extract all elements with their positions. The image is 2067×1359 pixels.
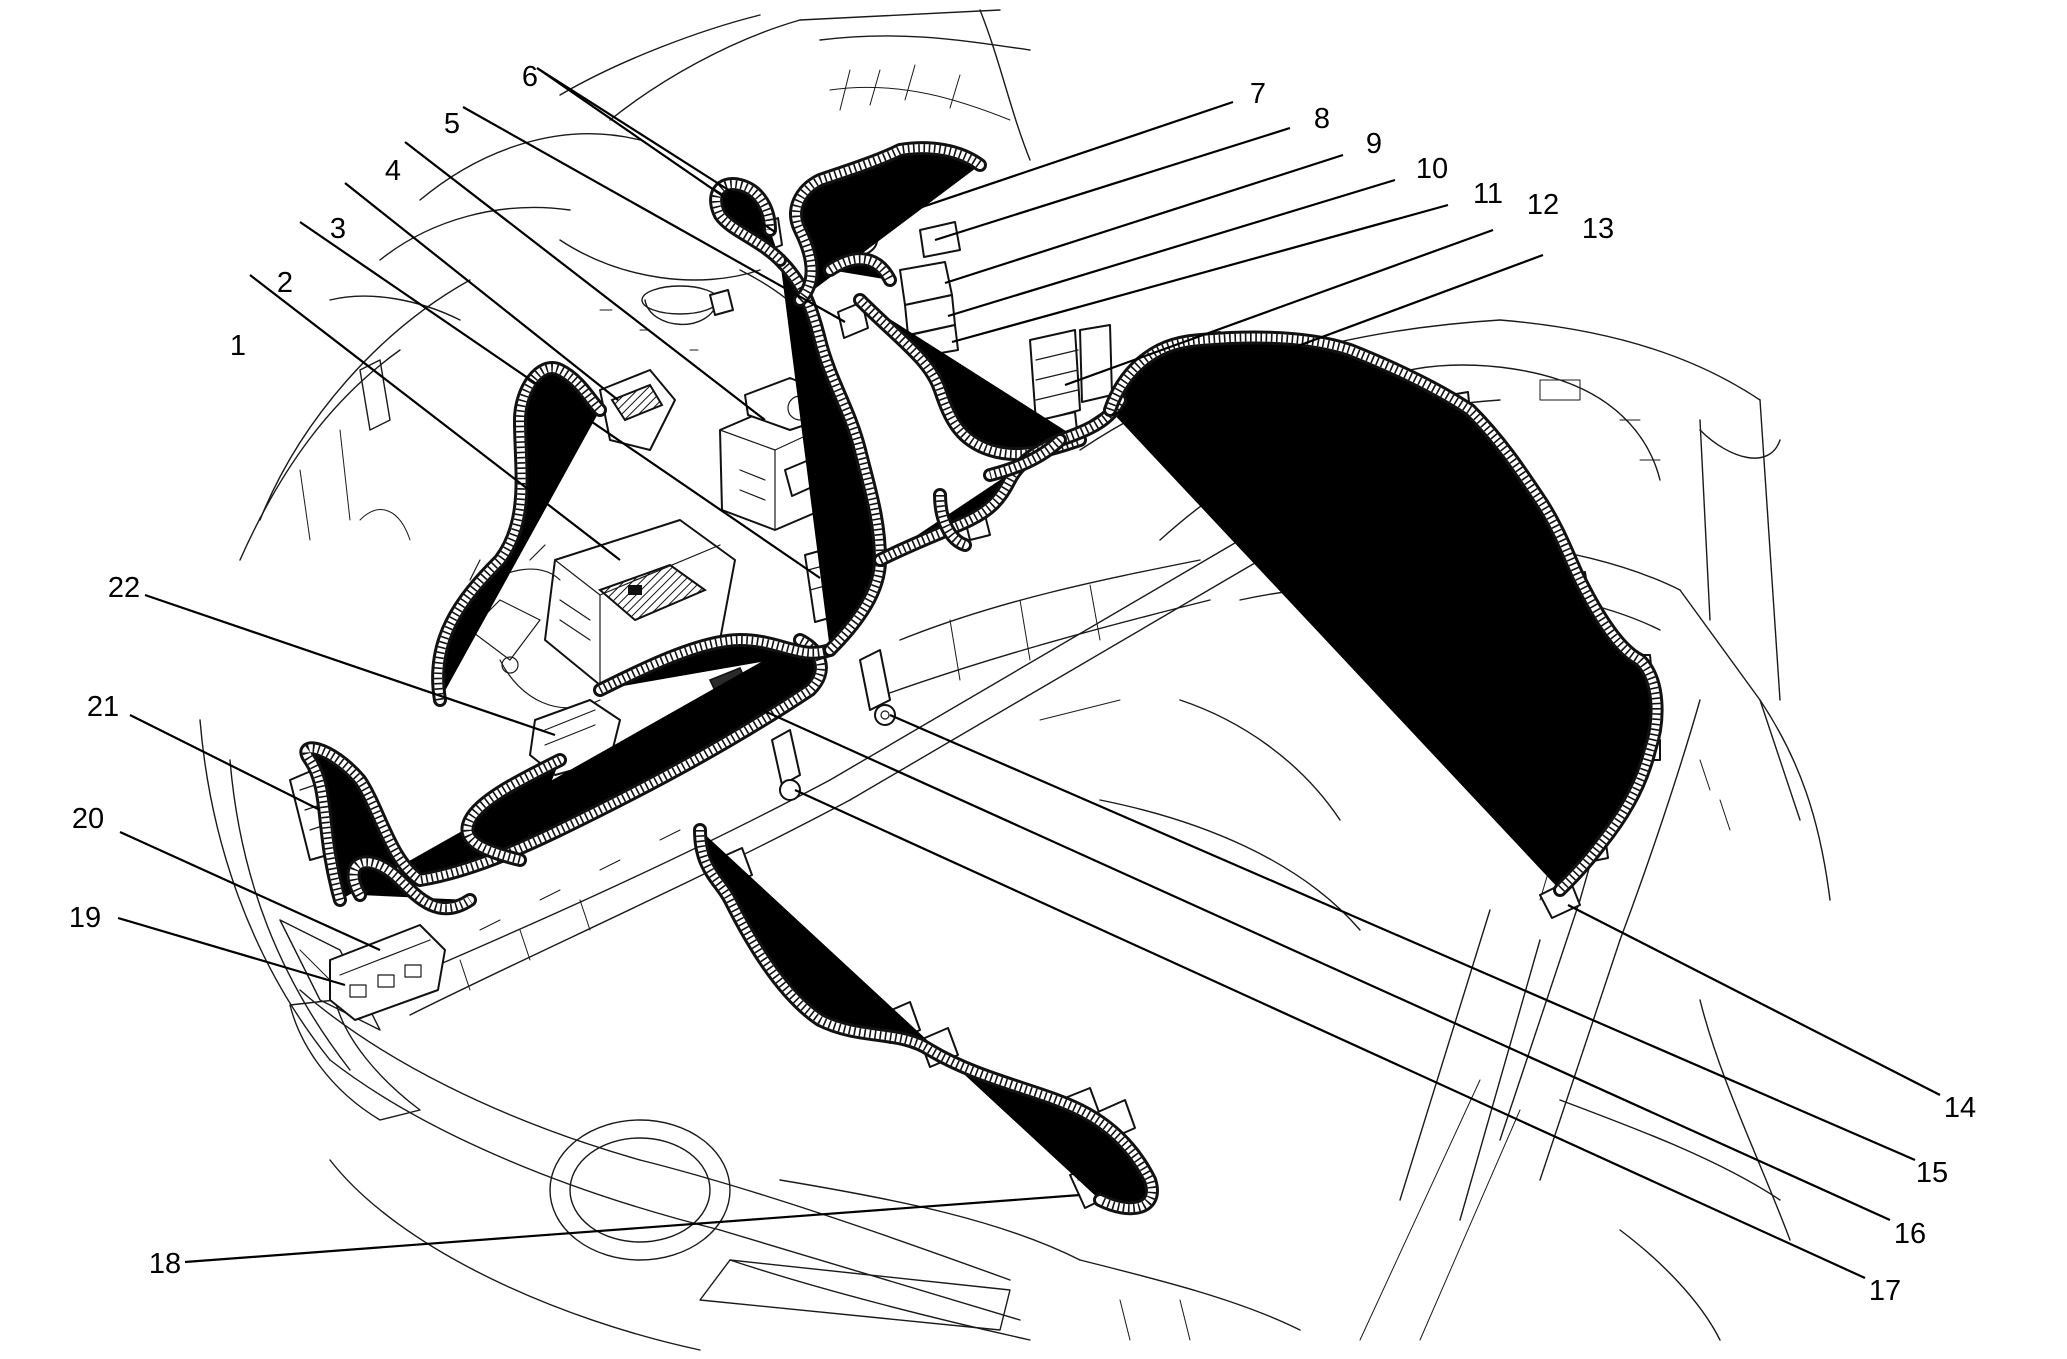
callout-14: 14	[1944, 1092, 1976, 1124]
callout-8: 8	[1314, 103, 1330, 135]
leader-lines	[117, 67, 1941, 1280]
ground-bracket-15	[859, 649, 896, 726]
callout-19: 19	[69, 902, 101, 934]
leader-13	[1111, 253, 1544, 417]
connector-5	[837, 301, 869, 339]
leader-12	[1064, 228, 1494, 387]
leader-8	[934, 126, 1291, 242]
leader-10	[947, 178, 1396, 318]
callout-1: 1	[230, 330, 246, 362]
leader-11	[951, 203, 1449, 344]
callout-7: 7	[1250, 78, 1266, 110]
leader-18	[184, 1193, 1081, 1264]
leader-4	[404, 141, 766, 421]
leader-1	[249, 274, 621, 561]
leader-20	[119, 830, 381, 952]
callout-20: 20	[72, 803, 104, 835]
relay-module-3	[599, 369, 676, 451]
callout-10: 10	[1416, 153, 1448, 185]
callout-13: 13	[1582, 213, 1614, 245]
leader-15	[889, 713, 1916, 1162]
leader-9	[944, 153, 1344, 285]
callout-4: 4	[385, 155, 401, 187]
callout-6: 6	[522, 61, 538, 93]
leader-3	[344, 182, 619, 401]
callout-17: 17	[1869, 1275, 1901, 1307]
leader-14	[1567, 904, 1941, 1096]
connector-19-20	[329, 924, 446, 1021]
leader-16	[739, 698, 1891, 1222]
leader-2	[299, 221, 821, 579]
callout-3: 3	[330, 213, 346, 245]
callout-21: 21	[87, 691, 119, 723]
callout-16: 16	[1894, 1218, 1926, 1250]
leader-22	[144, 593, 556, 737]
callout-15: 15	[1916, 1157, 1948, 1189]
ground-17	[771, 729, 801, 801]
callout-11: 11	[1473, 178, 1503, 210]
leader-6b	[536, 67, 753, 206]
callout-12: 12	[1527, 189, 1559, 221]
leader-6a	[536, 67, 776, 233]
callout-18: 18	[149, 1248, 181, 1280]
callout-labels: 1 2 3 4 5 6 7 8 9 10 11 12 13 14 15 16 1…	[69, 61, 1976, 1307]
callout-5: 5	[444, 108, 460, 140]
callout-2: 2	[277, 267, 293, 299]
leader-19	[117, 916, 346, 987]
callout-22: 22	[108, 572, 140, 604]
leader-21	[129, 714, 321, 811]
callout-9: 9	[1366, 128, 1382, 160]
wiring-harness	[306, 148, 1656, 1208]
leader-7	[847, 100, 1234, 234]
leader-17	[794, 788, 1866, 1280]
leader-5	[462, 106, 846, 323]
